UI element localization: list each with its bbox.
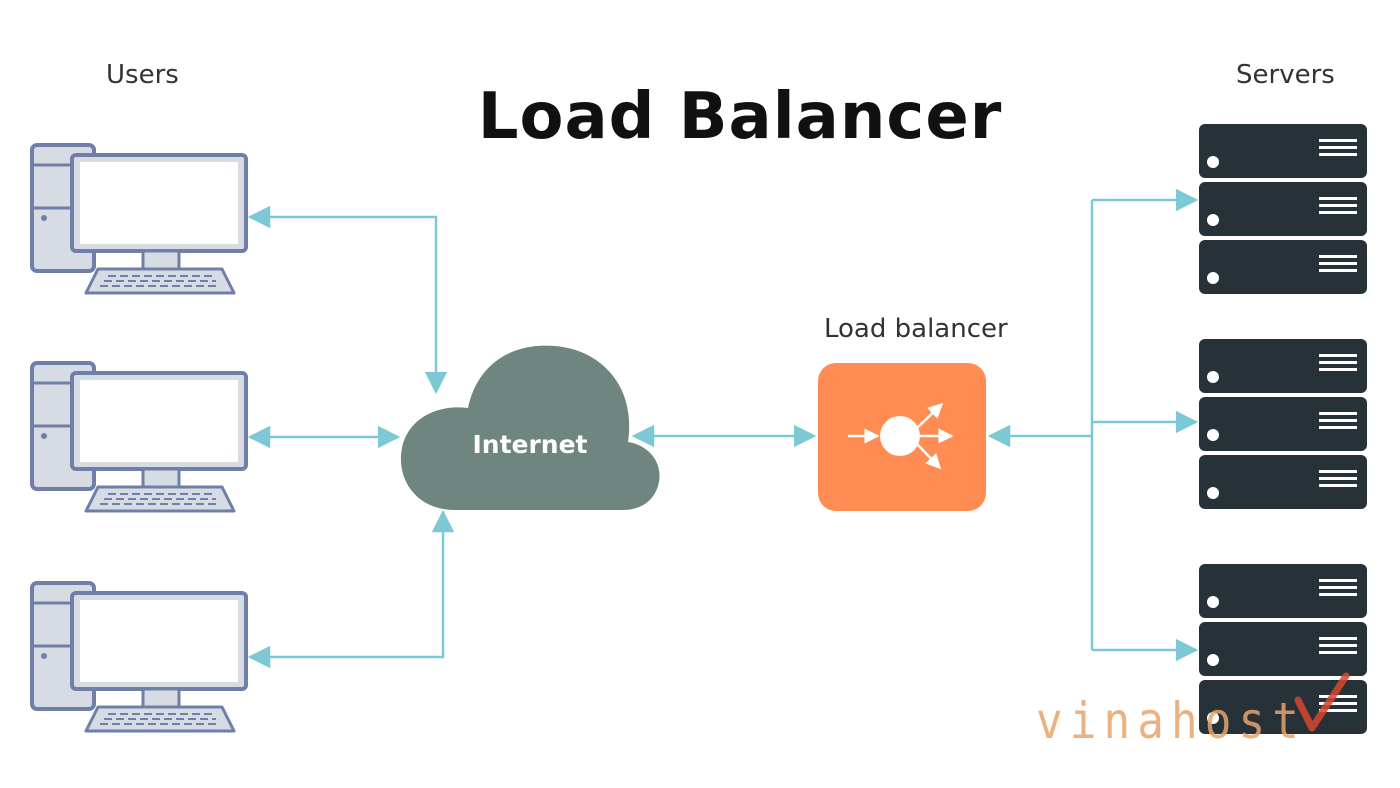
user-computer-3 <box>30 581 248 733</box>
balancer-icon <box>848 402 954 470</box>
server-rack-2 <box>1199 339 1367 509</box>
vinahost-watermark: vinahost <box>1036 672 1350 750</box>
users-label: Users <box>106 60 179 90</box>
diagram-title: Load Balancer <box>477 80 1003 154</box>
internet-cloud <box>400 345 660 510</box>
connector-user-internet <box>247 205 455 669</box>
svg-text:vinahost: vinahost <box>1036 692 1306 750</box>
server-rack-1 <box>1199 124 1367 294</box>
user-computer-1 <box>30 143 248 295</box>
internet-label: Internet <box>472 430 587 459</box>
load-balancer-label: Load balancer <box>824 314 1008 344</box>
check-icon <box>1294 672 1350 732</box>
user-computer-2 <box>30 361 248 513</box>
servers-label: Servers <box>1236 60 1335 90</box>
connector-lb-servers <box>987 188 1199 662</box>
